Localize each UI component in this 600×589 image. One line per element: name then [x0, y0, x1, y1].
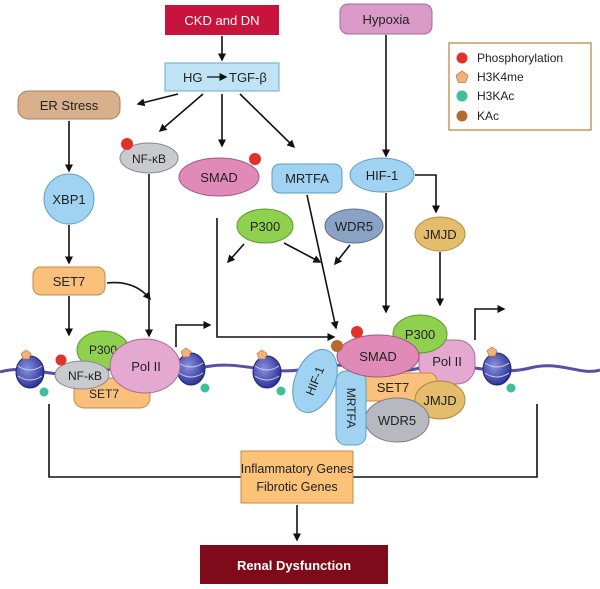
arrow-p300-left [227, 243, 245, 264]
phosphorylation-icon [121, 138, 133, 150]
jmjd-mid-label: JMJD [423, 227, 456, 242]
hif1-top-label: HIF-1 [366, 168, 399, 183]
wdr5-mid-label: WDR5 [335, 219, 373, 234]
right-transcription-arrow [474, 305, 506, 340]
set7-left-label: SET7 [53, 274, 86, 289]
ckd-label: CKD and DN [184, 13, 259, 28]
left-nfkb-label: NF-κB [68, 369, 102, 383]
genes-line1: Inflammatory Genes [241, 462, 354, 476]
right-hif1 [292, 348, 338, 414]
right-polii-label: Pol II [432, 354, 462, 369]
arrow-hif1-jmjd [415, 174, 440, 214]
xbp1-label: XBP1 [52, 192, 85, 207]
p300-mid: P300 [236, 208, 294, 244]
p300-mid-label: P300 [250, 219, 280, 234]
left-transcription-arrow [175, 321, 212, 347]
left-polii-label: Pol II [131, 359, 161, 374]
h3kac-legend-icon [456, 90, 468, 102]
h3kac-icon [276, 386, 286, 396]
right-complex: HIF-1 Pol II P300 SET7 JMJD WDR5 MRTFA S… [292, 305, 506, 446]
er-stress-label: ER Stress [40, 98, 99, 113]
smad-top: SMAD [178, 153, 261, 197]
hif1-top: HIF-1 [349, 157, 415, 193]
set7-left: SET7 [32, 266, 106, 296]
renal-label: Renal Dysfunction [237, 558, 351, 573]
xbp1: XBP1 [43, 173, 95, 225]
legend-phosphorylation: Phosphorylation [477, 51, 563, 65]
legend-h3kac: H3KAc [477, 89, 514, 103]
ckd-box: CKD and DN [165, 5, 279, 35]
right-jmjd [414, 380, 466, 420]
phosphorylation-icon [55, 354, 67, 366]
legend: Phosphorylation H3K4me H3KAc KAc [448, 42, 592, 131]
wdr5-mid: WDR5 [324, 208, 384, 244]
jmjd-mid: JMJD [414, 216, 466, 252]
nfkb-top: NF-κB [119, 138, 179, 174]
hypoxia-label: Hypoxia [363, 12, 411, 27]
hg-label: HG [183, 70, 203, 85]
nfkb-top-label: NF-κB [132, 152, 166, 166]
arrow-hg-erstress [136, 93, 179, 107]
left-nfkb [54, 360, 110, 390]
h3k4me-legend-icon [455, 70, 469, 83]
mrtfa-top-label: MRTFA [285, 171, 329, 186]
mrtfa-top: MRTFA [271, 163, 343, 194]
phosphorylation-icon [351, 326, 363, 338]
er-stress-box: ER Stress [17, 90, 121, 120]
nucleosome-3 [252, 349, 286, 396]
h3k4me-icon [180, 347, 192, 358]
left-bracket-line [48, 404, 241, 478]
arrow-hg-nfkb [158, 93, 204, 132]
left-polii [109, 338, 181, 394]
arrow-wdr5-complex [334, 244, 351, 266]
arrow-mrtfa-complex [306, 194, 339, 330]
arrow-smad-complex [216, 218, 336, 341]
right-wdr5-label: WDR5 [378, 413, 416, 428]
kac-legend-icon [456, 110, 468, 122]
h3kac-icon [39, 387, 49, 397]
right-smad-label: SMAD [359, 349, 397, 364]
right-p300-label: P300 [405, 327, 435, 342]
right-jmjd-label: JMJD [423, 393, 456, 408]
h3k4me-icon [20, 349, 32, 360]
genes-bracket [48, 404, 538, 478]
right-bracket-line [353, 404, 538, 478]
smad-top-label: SMAD [200, 170, 238, 185]
h3kac-icon [506, 383, 516, 393]
phosphorylation-icon [249, 153, 261, 165]
legend-kac: KAc [477, 109, 499, 123]
arrow-p300-right [283, 242, 322, 263]
renal-box: Renal Dysfunction [200, 545, 388, 584]
nucleosome-2 [176, 347, 210, 393]
genes-box: Inflammatory Genes Fibrotic Genes [240, 450, 354, 504]
h3k4me-icon [256, 349, 268, 360]
phosphorylation-legend-icon [456, 52, 468, 64]
left-set7-label: SET7 [89, 387, 119, 401]
arrow-hg-mrtfa [239, 93, 296, 149]
right-mrtfa-label: MRTFA [344, 388, 358, 428]
legend-h3k4me: H3K4me [477, 70, 524, 84]
nucleosome-4 [482, 346, 516, 393]
kac-icon [331, 340, 343, 352]
hypoxia-box: Hypoxia [339, 3, 433, 35]
right-set7-label: SET7 [377, 380, 410, 395]
tgf-label: TGF-β [229, 70, 267, 85]
genes-line2: Fibrotic Genes [256, 480, 337, 494]
left-complex: SET7 P300 NF-κB Pol II [54, 321, 212, 409]
arrow-set7-complex [106, 281, 151, 301]
hg-tgf-box: HG TGF-β [164, 62, 280, 92]
arrows [65, 35, 444, 341]
nucleosome-1 [15, 349, 49, 397]
h3k4me-icon [486, 346, 498, 357]
left-p300-label: P300 [89, 343, 117, 357]
h3kac-icon [200, 383, 210, 393]
right-smad [336, 334, 420, 378]
